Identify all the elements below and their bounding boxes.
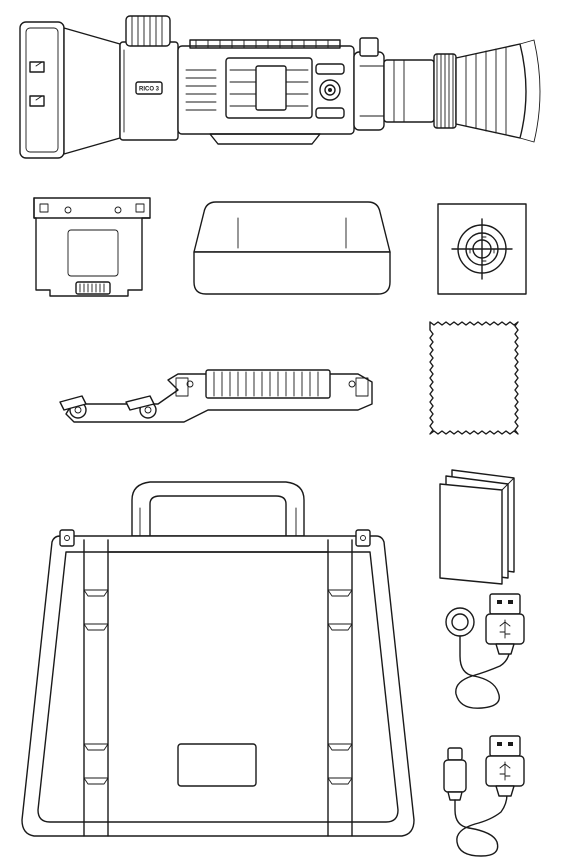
cleaning-cloth-icon <box>429 321 519 435</box>
carrying-case-icon <box>21 481 415 837</box>
lens-cover-icon <box>193 201 391 295</box>
magnetic-usb-cable-icon <box>445 593 525 709</box>
micro-usb-cable-icon <box>443 735 525 857</box>
manual-booklet-icon <box>439 469 515 585</box>
battery-pack-icon <box>33 197 151 297</box>
picatinny-mount-icon <box>59 369 373 423</box>
thermal-riflescope-icon: RICO 3 <box>19 15 541 159</box>
model-label: RICO 3 <box>139 87 160 93</box>
zeroing-target-icon <box>437 203 527 295</box>
